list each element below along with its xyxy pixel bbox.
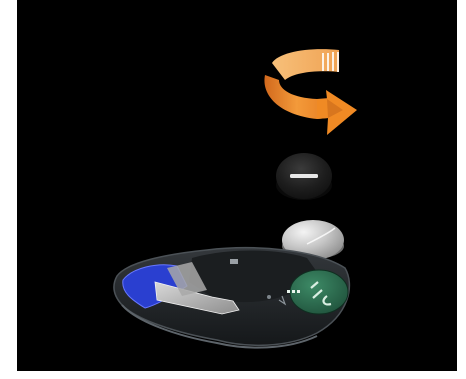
battery-cover-slot [290, 174, 318, 178]
counterclockwise-rotation-arrow-icon [264, 49, 357, 135]
battery-replacement-diagram [17, 0, 457, 371]
remote-screw-hole [267, 295, 271, 299]
figure-canvas [17, 0, 457, 371]
key-remote-icon [114, 248, 349, 348]
remote-small-latch [230, 259, 238, 264]
remote-circuit-contacts [287, 290, 300, 293]
battery-cover-icon [276, 153, 332, 200]
